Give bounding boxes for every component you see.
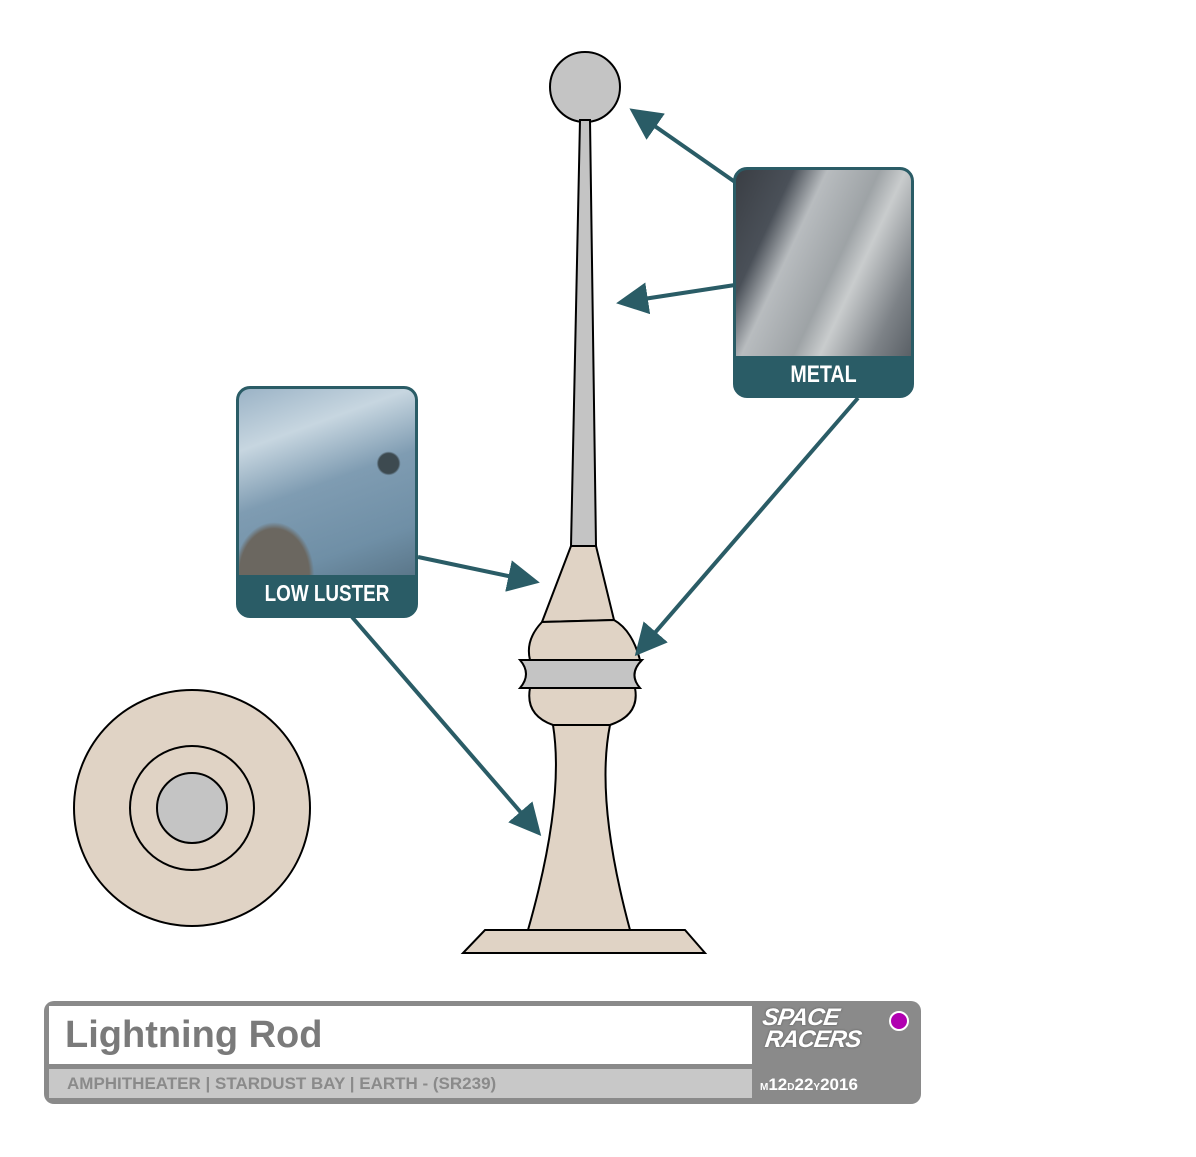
metal-band — [517, 659, 645, 689]
rod-base-plate — [460, 929, 708, 954]
month: 12 — [768, 1075, 788, 1094]
day-prefix: D — [787, 1082, 795, 1093]
metal-photo — [736, 170, 911, 356]
day: 22 — [794, 1075, 814, 1094]
month-prefix: M — [760, 1082, 769, 1093]
low-luster-photo — [239, 389, 415, 575]
rod-shaft — [569, 119, 598, 547]
top-view — [73, 689, 311, 927]
callout-metal-label: METAL — [790, 361, 857, 388]
date-stamp: M12D22Y2016 — [760, 1075, 858, 1095]
year-prefix: Y — [813, 1082, 821, 1093]
space-racers-logo: SPACE RACERS — [757, 1004, 863, 1053]
callout-low-luster-label: LOW LUSTER METAL — [264, 580, 390, 606]
rod-base-neck — [526, 724, 632, 931]
callout-arrows — [350, 108, 860, 837]
page-title: Lightning Rod — [49, 1006, 752, 1064]
location-subtitle: AMPHITHEATER | STARDUST BAY | EARTH - (S… — [49, 1069, 752, 1098]
callout-low-luster-metal: LOW LUSTER METAL — [236, 386, 418, 618]
title-block: Lightning Rod AMPHITHEATER | STARDUST BA… — [44, 1001, 921, 1104]
status-dot — [889, 1011, 909, 1031]
rod-base-cone — [540, 545, 616, 624]
callout-metal: METAL — [733, 167, 914, 398]
rod-ball — [549, 51, 621, 123]
year: 2016 — [820, 1075, 858, 1094]
